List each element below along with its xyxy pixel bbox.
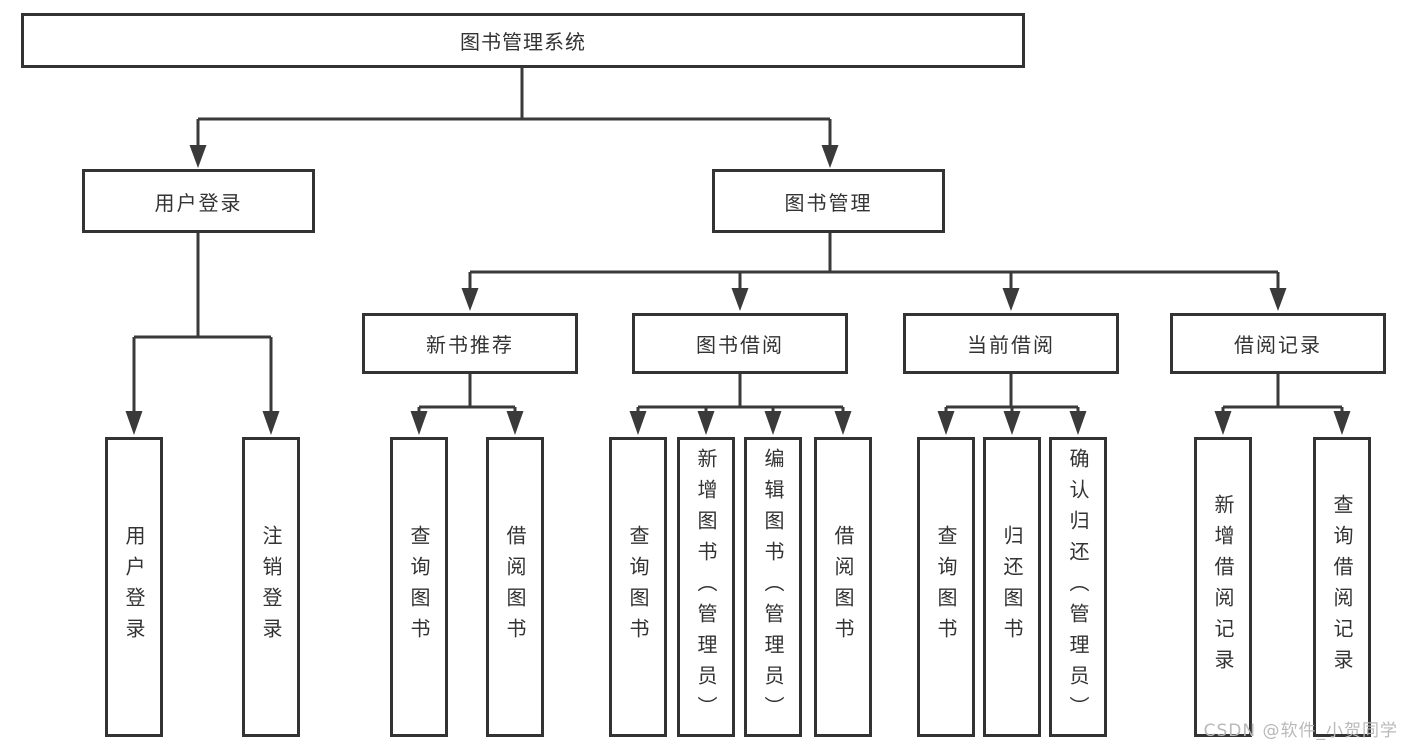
node-label: 图书管理系统: [460, 30, 586, 54]
arrowhead: [1002, 288, 1020, 311]
node-new-book-recommendation: 新书推荐: [362, 313, 578, 374]
connector-borrow-records-branch: [1221, 405, 1344, 413]
arrowhead: [1269, 288, 1287, 311]
leaf-borrow-books: 借阅图书: [486, 437, 544, 737]
connector-level3-stems: [468, 374, 1280, 407]
leaf-query-books: 查询图书: [609, 437, 667, 737]
node-label: 当前借阅: [967, 333, 1055, 357]
node-borrowing-records: 借阅记录: [1170, 313, 1386, 374]
leaf-confirm-return-admin: 确认归还（管理员）: [1049, 437, 1107, 737]
node-label: 查询图书: [407, 525, 431, 649]
arrowhead: [764, 411, 782, 435]
node-label: 用户登录: [122, 525, 146, 649]
arrowhead: [629, 411, 647, 435]
node-label: 查询图书: [626, 525, 650, 649]
connector-book-mgmt-branch: [468, 233, 1280, 290]
arrowhead: [461, 288, 479, 311]
connector-root-branch: [196, 68, 832, 146]
node-label: 注销登录: [259, 525, 283, 649]
arrowhead: [1333, 411, 1351, 435]
leaf-user-login: 用户登录: [105, 437, 163, 737]
arrowhead: [731, 288, 749, 311]
node-label: 归还图书: [1000, 525, 1024, 649]
leaf-query-books: 查询图书: [390, 437, 448, 737]
leaf-return-books: 归还图书: [983, 437, 1041, 737]
node-label: 用户登录: [154, 190, 243, 215]
node-label: 借阅图书: [503, 525, 527, 649]
node-label: 借阅记录: [1234, 333, 1322, 357]
node-book-borrowing: 图书借阅: [632, 313, 848, 374]
arrowhead: [1069, 411, 1087, 435]
leaf-query-books: 查询图书: [917, 437, 975, 737]
leaf-logout: 注销登录: [242, 437, 300, 737]
node-label: 新书推荐: [426, 333, 514, 357]
leaf-query-borrow-record: 查询借阅记录: [1313, 437, 1371, 737]
node-library-management-system: 图书管理系统: [21, 13, 1025, 68]
node-book-management: 图书管理: [712, 169, 945, 233]
arrowhead: [1003, 411, 1021, 435]
leaf-add-borrow-record: 新增借阅记录: [1194, 437, 1252, 737]
connector-current-borrow-branch: [944, 405, 1080, 413]
arrowhead: [834, 411, 852, 435]
arrowhead: [1214, 411, 1232, 435]
arrowhead: [506, 411, 524, 435]
connector-new-book-branch: [417, 405, 517, 413]
arrowhead: [189, 145, 207, 168]
connector-user-login-branch: [132, 233, 273, 413]
node-label: 图书借阅: [696, 333, 784, 357]
leaf-edit-books-admin: 编辑图书（管理员）: [744, 437, 802, 737]
leaf-add-books-admin: 新增图书（管理员）: [677, 437, 735, 737]
arrowhead: [410, 411, 428, 435]
node-label: 新增图书（管理员）: [694, 447, 718, 727]
node-user-login: 用户登录: [82, 169, 315, 233]
connector-book-borrow-branch: [636, 405, 845, 413]
node-label: 图书管理: [784, 190, 873, 215]
node-label: 确认归还（管理员）: [1066, 447, 1090, 727]
csdn-watermark: CSDN @软件_小贺同学: [1203, 721, 1398, 741]
arrowhead: [697, 411, 715, 435]
node-label: 查询借阅记录: [1330, 494, 1354, 680]
node-current-borrowing: 当前借阅: [903, 313, 1119, 374]
node-label: 编辑图书（管理员）: [761, 447, 785, 727]
node-label: 新增借阅记录: [1211, 494, 1235, 680]
node-label: 借阅图书: [831, 525, 855, 649]
arrowhead: [821, 145, 839, 168]
leaf-borrow-books: 借阅图书: [814, 437, 872, 737]
arrowhead: [125, 411, 143, 435]
arrowhead: [262, 411, 280, 435]
node-label: 查询图书: [934, 525, 958, 649]
arrowhead: [937, 411, 955, 435]
